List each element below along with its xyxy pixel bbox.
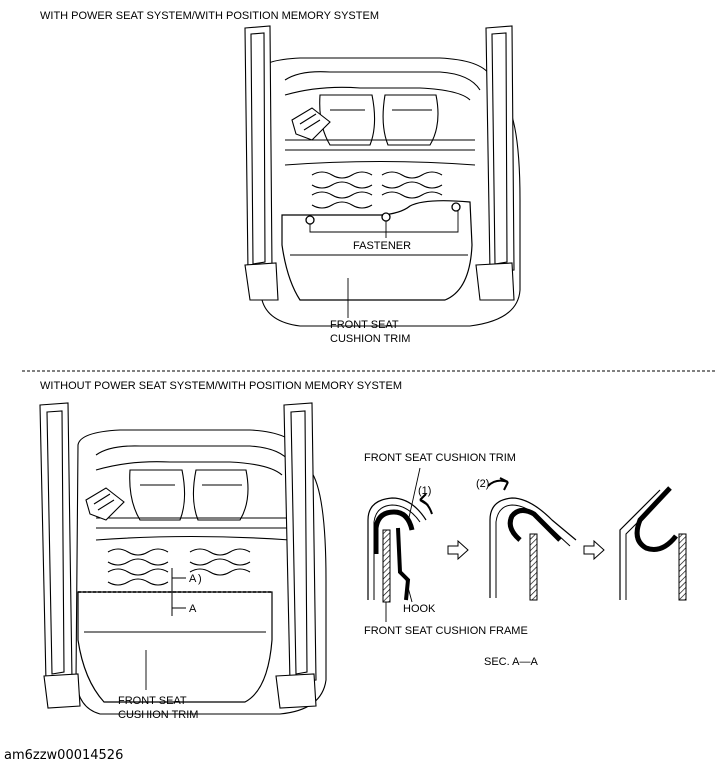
process-arrow xyxy=(447,539,469,561)
detail-stage-3 xyxy=(619,486,687,601)
section-mark-lower: A xyxy=(189,603,197,615)
fastener-point xyxy=(305,215,315,225)
fastener-point xyxy=(381,212,391,222)
image-id: am6zzw00014526 xyxy=(4,748,123,763)
step-2-label: (2) xyxy=(476,478,489,490)
top-cushion-trim xyxy=(281,200,473,318)
step-1-label: (1) xyxy=(418,485,431,497)
fastener-point xyxy=(451,202,461,212)
detail-stage-1 xyxy=(367,493,433,622)
bottom-trim-label-line2: CUSHION TRIM xyxy=(118,709,198,721)
section-mark-upper: A xyxy=(189,573,197,585)
bottom-cushion-trim xyxy=(77,568,273,703)
detail-trim-label: FRONT SEAT CUSHION TRIM xyxy=(364,452,516,464)
bottom-trim-label-line1: FRONT SEAT xyxy=(118,695,187,707)
bottom-heading: WITHOUT POWER SEAT SYSTEM/WITH POSITION … xyxy=(40,380,402,392)
frame-label: FRONT SEAT CUSHION FRAME xyxy=(364,625,528,637)
section-mark-paren: ) xyxy=(198,573,202,585)
top-trim-label-line1: FRONT SEAT xyxy=(330,319,399,331)
top-trim-label-line2: CUSHION TRIM xyxy=(330,333,410,345)
detail-stage-2 xyxy=(487,477,577,601)
process-arrow xyxy=(583,539,605,561)
hook-label: HOOK xyxy=(403,603,436,615)
section-label: SEC. A—A xyxy=(484,656,538,668)
top-heading: WITH POWER SEAT SYSTEM/WITH POSITION MEM… xyxy=(40,10,379,22)
fastener-label: FASTENER xyxy=(353,240,411,252)
